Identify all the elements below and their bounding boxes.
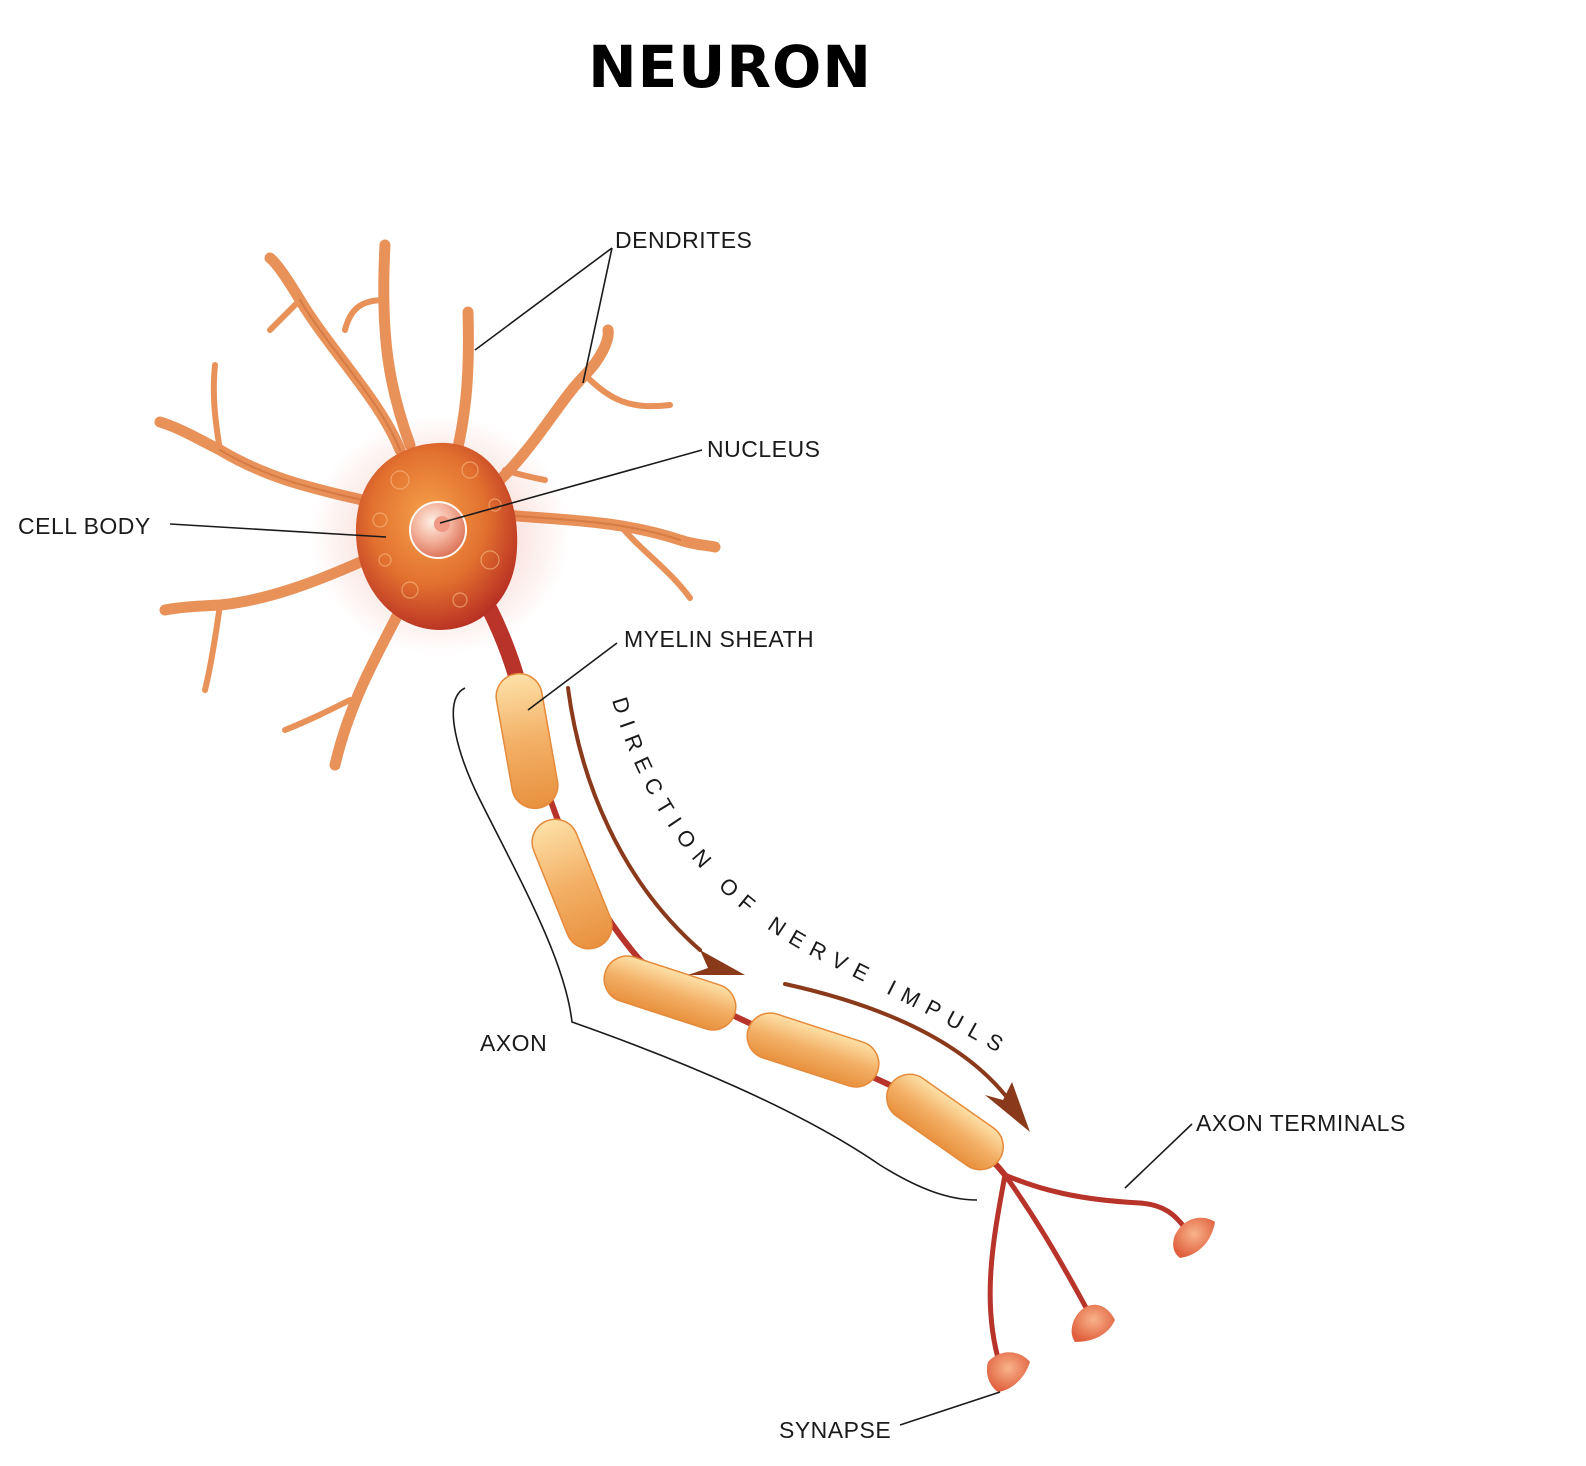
myelin-segment-1 <box>495 672 559 810</box>
arrowheads <box>688 950 1030 1132</box>
cell-body-leader <box>169 523 387 538</box>
myelin-leader <box>527 642 618 711</box>
label-axon-terminals: AXON TERMINALS <box>1196 1110 1406 1136</box>
synaptic-terminals <box>986 1217 1215 1392</box>
axon-bracket <box>452 687 978 1201</box>
label-axon: AXON <box>480 1030 547 1056</box>
label-myelin-sheath: MYELIN SHEATH <box>624 626 814 652</box>
myelin-segment-3 <box>603 955 737 1031</box>
myelin-segment-5 <box>886 1073 1004 1171</box>
arrowhead-1 <box>688 950 745 975</box>
arrowhead-2 <box>985 1082 1030 1132</box>
synapse-leader <box>899 1391 1001 1426</box>
label-nucleus: NUCLEUS <box>707 436 820 462</box>
terminal-knob-1 <box>1173 1217 1215 1258</box>
diagram-title: NEURON <box>588 33 872 101</box>
axon-terminal-branches <box>987 1172 1188 1368</box>
direction-arrows <box>566 686 1007 1097</box>
nucleus-leader <box>439 449 703 524</box>
myelin-segment-2 <box>531 818 613 950</box>
label-synapse: SYNAPSE <box>779 1417 891 1443</box>
terminal-knob-2 <box>1071 1304 1115 1342</box>
myelin-sheath <box>495 672 1004 1171</box>
leader-lines <box>169 247 1193 1426</box>
label-dendrites: DENDRITES <box>615 227 752 253</box>
terminal-knob-3 <box>986 1352 1030 1392</box>
myelin-segment-4 <box>746 1012 880 1088</box>
dendrites-leader <box>474 247 613 384</box>
label-cell-body: CELL BODY <box>18 513 151 539</box>
axon-terminals-leader <box>1124 1123 1193 1189</box>
nucleus <box>409 501 467 559</box>
